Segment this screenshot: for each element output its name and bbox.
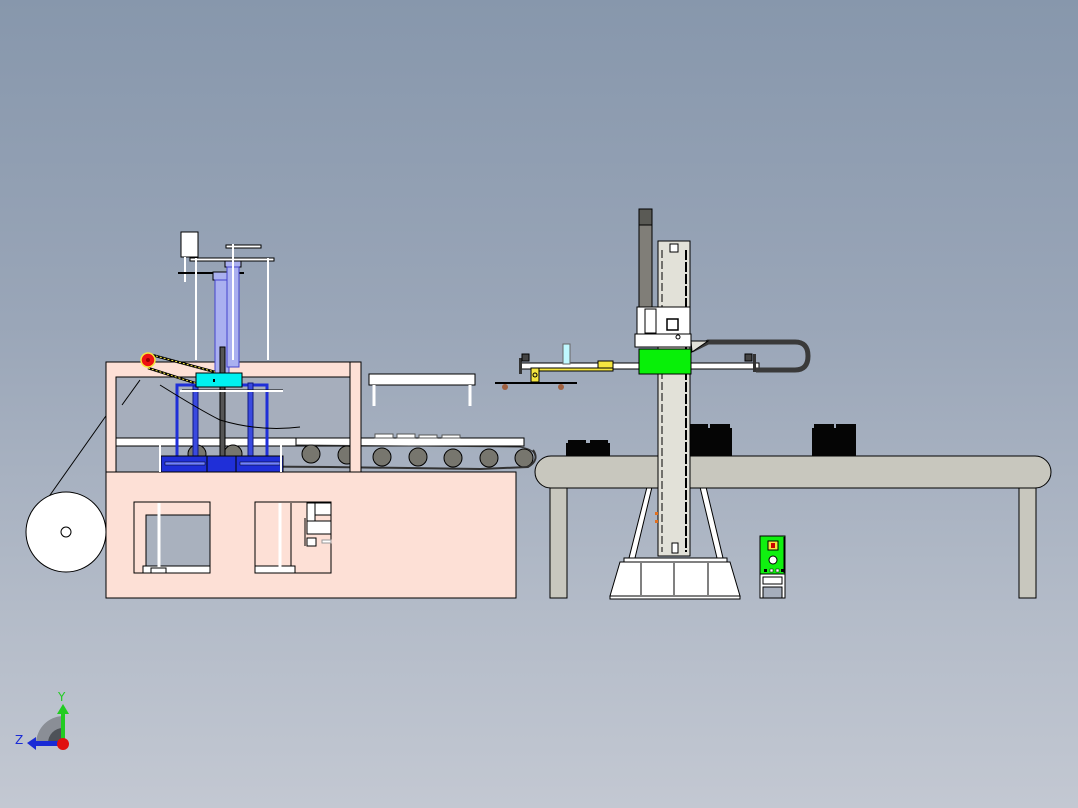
packing-machine-frame[interactable]	[105, 361, 517, 599]
control-cabinet[interactable]	[759, 535, 786, 599]
small-shelf	[368, 373, 476, 406]
z-axis-label: Z	[15, 733, 23, 747]
film-roll[interactable]	[25, 377, 134, 573]
gantry-robot[interactable]	[495, 208, 811, 557]
coordinate-triad: Y Z	[15, 690, 69, 750]
cabinet-window-right	[254, 501, 332, 574]
x-axis-dot	[57, 738, 69, 750]
lifting-mechanism[interactable]	[121, 231, 301, 473]
y-axis-arrow	[61, 712, 65, 742]
z-axis-arrow	[34, 741, 62, 746]
cabinet-window-left	[133, 501, 211, 574]
y-axis-label: Y	[57, 690, 66, 704]
product-boxes	[566, 424, 856, 456]
output-table[interactable]	[534, 424, 1052, 600]
